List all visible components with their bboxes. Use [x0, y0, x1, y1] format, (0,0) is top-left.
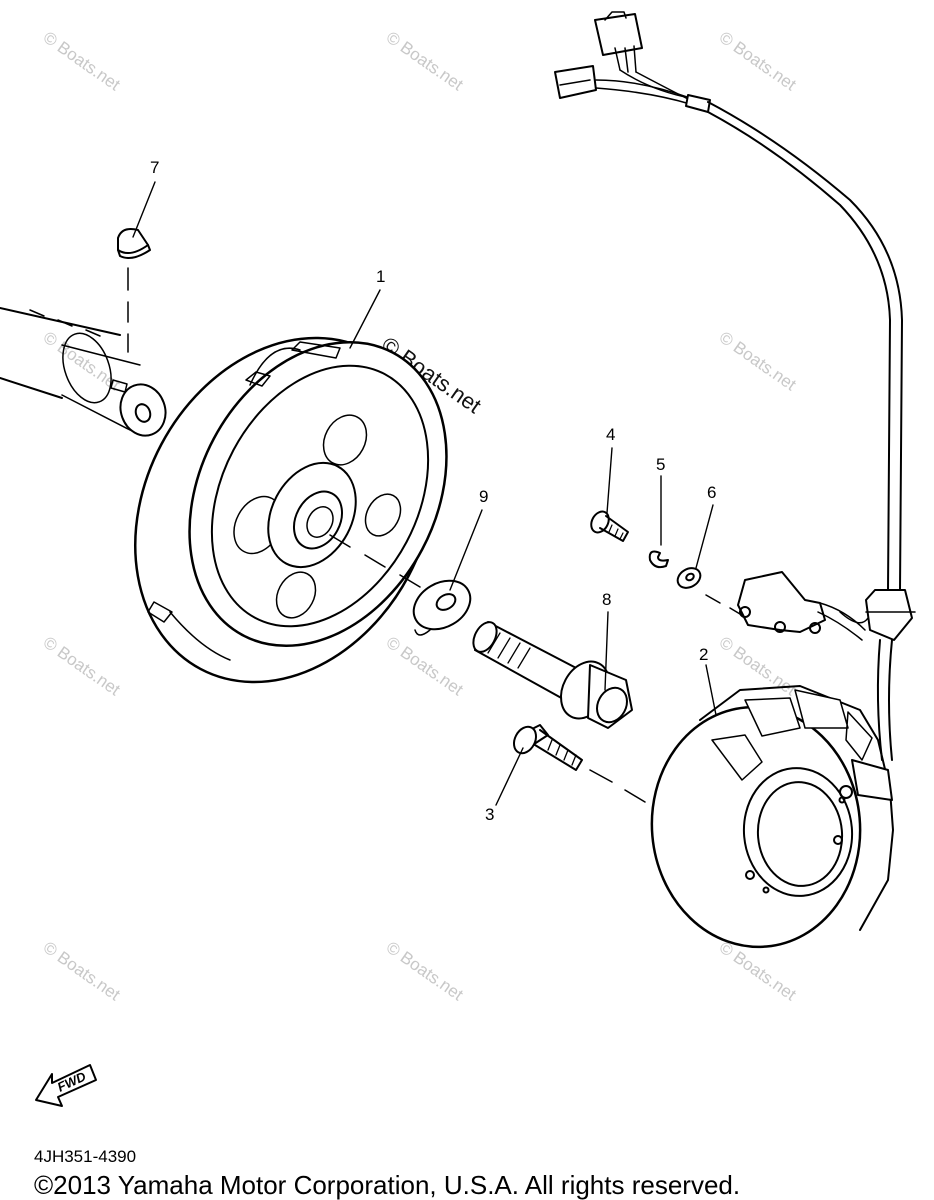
washer [412, 579, 472, 636]
watermark: © Boats.net [383, 28, 467, 95]
pickup-coil [737, 571, 866, 641]
copyright: ©2013 Yamaha Motor Corporation, U.S.A. A… [34, 1170, 740, 1200]
watermark: © Boats.net [383, 633, 467, 700]
plain-washer [676, 567, 702, 589]
screw [512, 724, 583, 771]
wire-harness [554, 11, 916, 761]
callout-3: 3 [485, 805, 494, 824]
callout-6: 6 [707, 483, 716, 502]
flywheel-rotor [134, 336, 448, 684]
part-number: 4JH351-4390 [34, 1147, 136, 1166]
lock-washer [648, 550, 669, 569]
watermark: © Boats.net [40, 633, 124, 700]
callout-1: 1 [376, 267, 385, 286]
small-screw [590, 510, 629, 542]
watermark: © Boats.net [383, 938, 467, 1005]
fwd-arrow-icon [35, 1064, 97, 1107]
watermark: © Boats.net [716, 328, 800, 395]
callout-7: 7 [150, 158, 159, 177]
callout-9: 9 [479, 487, 488, 506]
callouts: 1 2 3 4 5 6 7 8 9 [150, 158, 716, 824]
crankshaft [0, 307, 167, 437]
flange-bolt [472, 621, 633, 729]
callout-2: 2 [699, 645, 708, 664]
callout-8: 8 [602, 590, 611, 609]
stator-coil [650, 685, 894, 949]
woodruff-key [117, 228, 151, 353]
watermark: © Boats.net [40, 938, 124, 1005]
callout-4: 4 [606, 425, 615, 444]
watermark: © Boats.net [716, 28, 800, 95]
watermark: © Boats.net [40, 28, 124, 95]
callout-5: 5 [656, 455, 665, 474]
callout-leaders [132, 181, 717, 806]
